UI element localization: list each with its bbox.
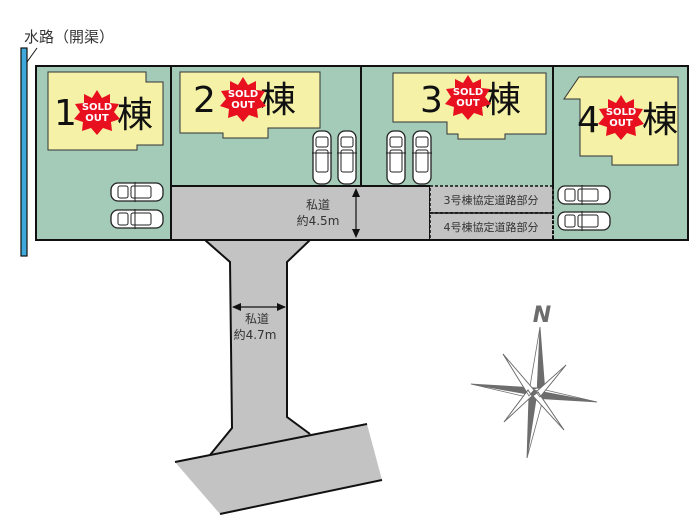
- svg-text:OUT: OUT: [456, 98, 480, 109]
- canal: 水路（開渠）: [20, 28, 114, 257]
- svg-text:SOLD: SOLD: [228, 89, 258, 100]
- svg-text:棟: 棟: [485, 80, 521, 121]
- svg-text:OUT: OUT: [609, 118, 633, 129]
- lot-1-label: 1 棟 SOLD OUT: [54, 90, 153, 136]
- road-width-stem: 私道 約4.7m: [232, 303, 286, 342]
- svg-text:棟: 棟: [260, 80, 296, 121]
- sold-out-badge: SOLD OUT: [74, 90, 120, 135]
- svg-text:1: 1: [54, 93, 77, 134]
- car: [110, 208, 164, 230]
- private-road: [171, 186, 430, 514]
- canal-label: 水路（開渠）: [24, 28, 114, 46]
- svg-text:OUT: OUT: [231, 100, 255, 111]
- sold-out-badge: SOLD OUT: [598, 95, 644, 140]
- car: [557, 184, 611, 206]
- lot-3-label: 3 棟 SOLD OUT: [420, 75, 521, 121]
- svg-text:3: 3: [420, 80, 443, 121]
- svg-text:SOLD: SOLD: [82, 102, 112, 113]
- svg-text:OUT: OUT: [85, 113, 109, 124]
- svg-text:SOLD: SOLD: [453, 87, 483, 98]
- car: [336, 130, 358, 185]
- svg-text:棟: 棟: [117, 95, 153, 136]
- car: [110, 181, 164, 203]
- svg-text:SOLD: SOLD: [606, 107, 636, 118]
- svg-text:約4.7m: 約4.7m: [234, 327, 277, 342]
- lot-2-label: 2 棟 SOLD OUT: [193, 77, 296, 122]
- car: [385, 130, 407, 185]
- compass-north: N: [533, 303, 551, 328]
- sold-out-badge: SOLD OUT: [445, 75, 491, 120]
- agreement-road-3-label: 3号棟協定道路部分: [444, 193, 539, 207]
- svg-text:約4.5m: 約4.5m: [297, 213, 340, 228]
- sold-out-badge: SOLD OUT: [220, 77, 266, 122]
- svg-text:私道: 私道: [306, 198, 330, 212]
- agreement-road-4-label: 4号棟協定道路部分: [444, 220, 539, 234]
- car: [411, 130, 433, 185]
- car: [557, 210, 611, 232]
- svg-text:棟: 棟: [642, 100, 678, 141]
- road-width-upper: 私道 約4.5m: [297, 188, 360, 238]
- svg-text:4: 4: [577, 100, 600, 141]
- agreement-road-3: [429, 185, 554, 214]
- svg-text:私道: 私道: [245, 312, 269, 326]
- svg-text:2: 2: [193, 80, 216, 121]
- compass-rose-icon: N: [470, 303, 598, 459]
- lot-4-label: 4 棟 SOLD OUT: [577, 95, 678, 141]
- car: [311, 130, 333, 185]
